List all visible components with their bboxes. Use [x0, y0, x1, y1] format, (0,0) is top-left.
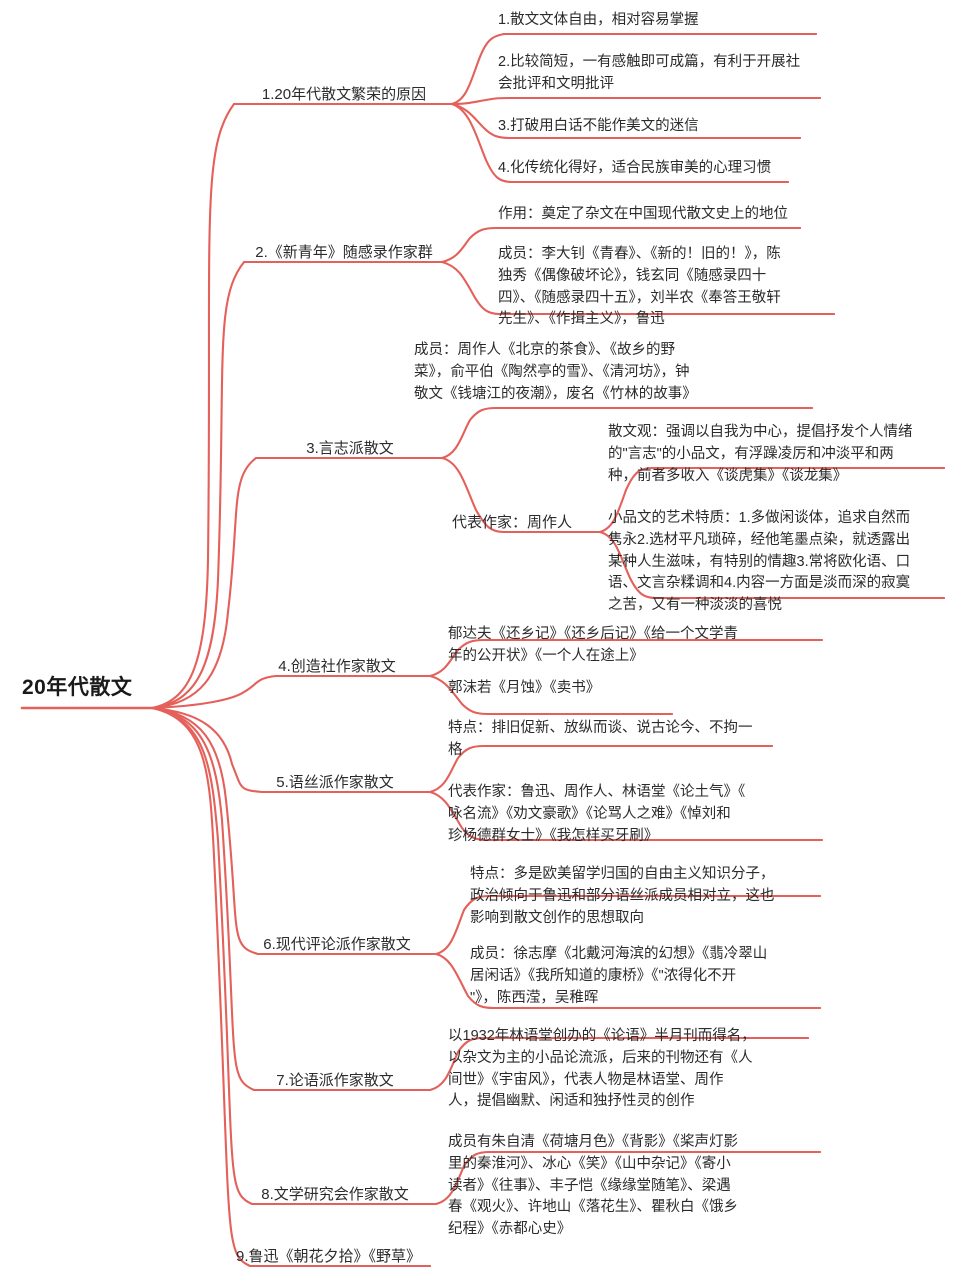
branch-node-7[interactable]: 7.论语派作家散文 — [276, 1072, 394, 1089]
leaf-node-1-2[interactable]: 2.比较简短，一有感触即可成篇，有利于开展社 会批评和文明批评 — [498, 54, 801, 92]
leaf-node-5-1[interactable]: 特点：排旧促新、放纵而谈、说古论今、不拘一 格 — [448, 720, 753, 758]
branch-node-2[interactable]: 2.《新青年》随感录作家群 — [255, 244, 433, 261]
leaf-node-6-2[interactable]: 成员：徐志摩《北戴河海滨的幻想》《翡冷翠山 居闲话》《我所知道的康桥》《"浓得化… — [470, 946, 768, 1006]
branch-node-6[interactable]: 6.现代评论派作家散文 — [263, 936, 411, 953]
branch-node-8[interactable]: 8.文学研究会作家散文 — [261, 1186, 409, 1203]
branch-node-1[interactable]: 1.20年代散文繁荣的原因 — [261, 86, 427, 103]
leaf-node-3-sub-2[interactable]: 小品文的艺术特质：1.多做闲谈体，追求自然而 隽永2.选材平凡琐碎，经他笔墨点染… — [608, 510, 911, 613]
leaf-node-1-3[interactable]: 3.打破用白话不能作美文的迷信 — [498, 118, 699, 134]
branch-node-3-sub-representative-writer[interactable]: 代表作家：周作人 — [451, 514, 572, 531]
leaf-node-7-1[interactable]: 以1932年林语堂创办的《论语》半月刊而得名， 以杂文为主的小品论流派，后来的刊… — [448, 1028, 756, 1110]
leaf-node-5-2[interactable]: 代表作家：鲁迅、周作人、林语堂《论土气》《 咏名流》《劝文豪歌》《论骂人之难》《… — [448, 784, 746, 844]
leaf-node-8-1[interactable]: 成员有朱自清《荷塘月色》《背影》《桨声灯影 里的秦淮河》、冰心《笑》《山中杂记》… — [448, 1134, 738, 1237]
leaf-node-1-4[interactable]: 4.化传统化得好，适合民族审美的心理习惯 — [498, 160, 772, 176]
leaf-node-3-1[interactable]: 成员：周作人《北京的茶食》、《故乡的野 菜》，俞平伯《陶然亭的雪》、《清河坊》，… — [414, 342, 697, 402]
branch-node-3[interactable]: 3.言志派散文 — [306, 440, 394, 457]
branch-node-5[interactable]: 5.语丝派作家散文 — [276, 774, 394, 791]
mindmap-root-node[interactable]: 20年代散文 — [22, 676, 133, 699]
leaf-node-1-1[interactable]: 1.散文文体自由，相对容易掌握 — [498, 12, 699, 28]
leaf-node-4-2[interactable]: 郭沫若《月蚀》《卖书》 — [448, 680, 601, 696]
leaf-node-2-2[interactable]: 成员：李大钊《青春》、《新的！旧的！》，陈 独秀《偶像破坏论》，钱玄同《随感录四… — [498, 246, 781, 328]
leaf-node-6-1[interactable]: 特点：多是欧美留学归国的自由主义知识分子， 政治倾向于鲁迅和部分语丝派成员相对立… — [470, 866, 775, 926]
leaf-node-4-1[interactable]: 郁达夫《还乡记》《还乡后记》《给一个文学青 年的公开状》《一个人在途上》 — [448, 626, 738, 664]
leaf-node-2-1[interactable]: 作用：奠定了杂文在中国现代散文史上的地位 — [498, 206, 788, 222]
branch-node-4[interactable]: 4.创造社作家散文 — [278, 658, 396, 675]
leaf-node-3-sub-1[interactable]: 散文观：强调以自我为中心，提倡抒发个人情绪 的"言志"的小品文，有浮躁凌厉和冲淡… — [608, 424, 913, 484]
branch-node-9[interactable]: 9.鲁迅《朝花夕拾》《野草》 — [236, 1248, 422, 1265]
